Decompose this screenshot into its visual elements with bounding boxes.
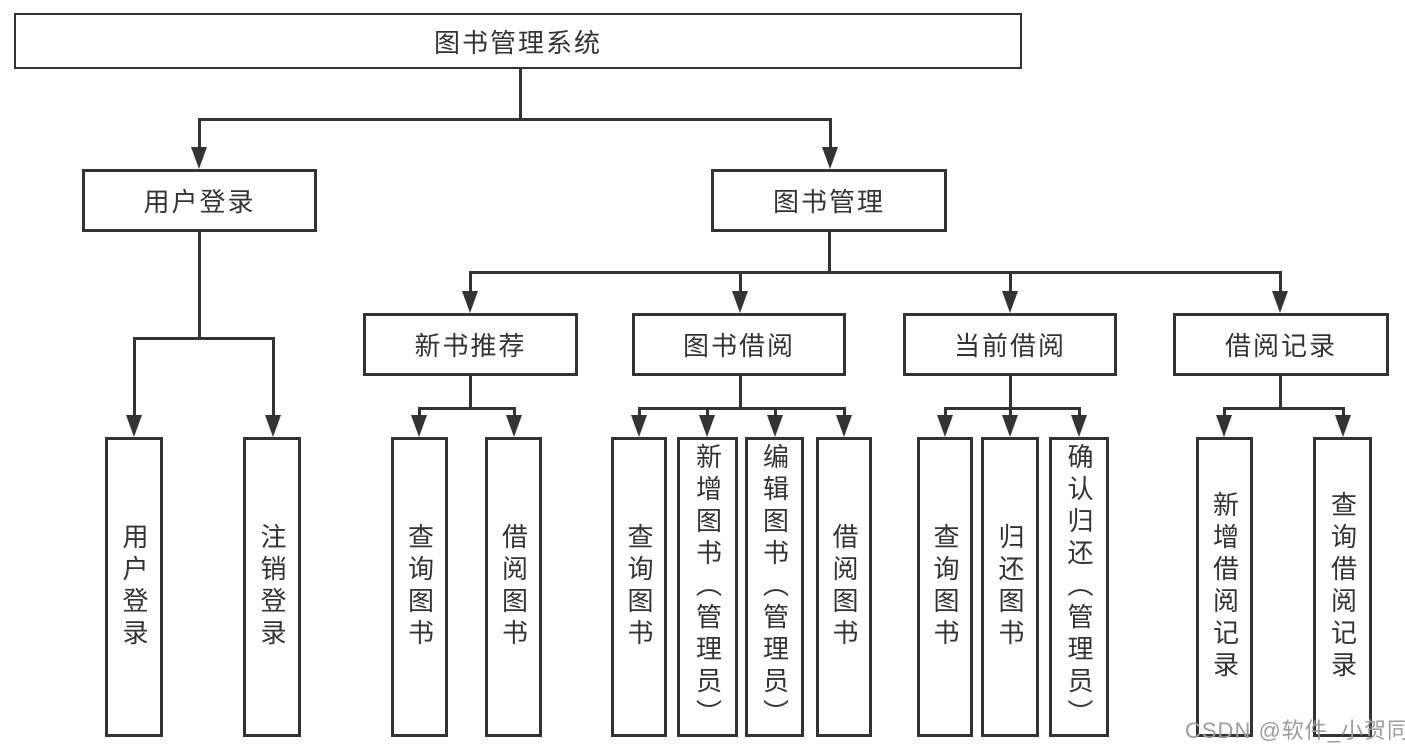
arrow-down-icon: [462, 291, 478, 313]
leaf-borrow-books-borrowing: 借阅图书: [816, 437, 872, 737]
leaf-query-books-recommend: 查询图书: [391, 437, 448, 737]
leaf-confirm-return-admin: 确认归还（管理员）: [1049, 437, 1109, 737]
leaf-logout: 注销登录: [243, 437, 301, 737]
connector-line: [198, 118, 201, 149]
arrow-down-icon: [767, 415, 783, 437]
connector-line: [1279, 376, 1282, 410]
arrow-down-icon: [1216, 415, 1232, 437]
connector-line: [272, 337, 275, 419]
arrow-down-icon: [631, 415, 647, 437]
leaf-return-book: 归还图书: [981, 437, 1039, 737]
node-current-borrowing: 当前借阅: [903, 313, 1117, 376]
connector-line: [638, 407, 845, 410]
connector-line: [706, 407, 709, 419]
connector-line: [469, 271, 1282, 274]
arrow-down-icon: [836, 415, 852, 437]
connector-line: [133, 337, 275, 340]
connector-line: [198, 118, 832, 121]
arrow-down-icon: [732, 291, 748, 313]
arrow-down-icon: [506, 415, 522, 437]
arrow-down-icon: [1002, 415, 1018, 437]
arrow-down-icon: [937, 415, 953, 437]
connector-line: [1009, 376, 1012, 410]
leaf-add-book-admin: 新增图书（管理员）: [677, 437, 738, 737]
leaf-edit-book-admin: 编辑图书（管理员）: [745, 437, 804, 737]
arrow-down-icon: [1335, 415, 1351, 437]
connector-line: [739, 271, 742, 295]
connector-line: [519, 69, 522, 118]
watermark: CSDN @软件_小贺同学: [1185, 718, 1405, 743]
connector-line: [513, 407, 516, 419]
arrow-down-icon: [1071, 415, 1087, 437]
leaf-query-borrow-record: 查询借阅记录: [1313, 437, 1372, 737]
arrow-down-icon: [699, 415, 715, 437]
arrow-down-icon: [1272, 291, 1288, 313]
connector-line: [1342, 407, 1345, 419]
connector-line: [418, 407, 421, 419]
leaf-query-books-current: 查询图书: [917, 437, 973, 737]
connector-line: [843, 407, 846, 419]
connector-line: [944, 407, 1081, 410]
node-new-book-recommendation: 新书推荐: [363, 313, 578, 376]
connector-line: [418, 407, 516, 410]
leaf-borrow-books-recommend: 借阅图书: [485, 437, 542, 737]
arrow-down-icon: [126, 415, 142, 437]
arrow-down-icon: [411, 415, 427, 437]
arrow-down-icon: [1002, 291, 1018, 313]
connector-line: [1009, 271, 1012, 295]
connector-line: [1223, 407, 1226, 419]
connector-line: [1009, 407, 1012, 419]
node-borrowing-records: 借阅记录: [1173, 313, 1389, 376]
arrow-down-icon: [822, 147, 838, 169]
node-book-management: 图书管理: [711, 169, 947, 232]
node-book-borrowing: 图书借阅: [632, 313, 846, 376]
connector-line: [1279, 271, 1282, 295]
connector-line: [1223, 407, 1345, 410]
connector-line: [944, 407, 947, 419]
connector-line: [469, 376, 472, 410]
connector-line: [133, 337, 136, 419]
connector-line: [638, 407, 641, 419]
connector-line: [828, 232, 831, 274]
arrow-down-icon: [265, 415, 281, 437]
arrow-down-icon: [191, 147, 207, 169]
connector-line: [198, 232, 201, 340]
connector-line: [829, 118, 832, 149]
connector-line: [469, 271, 472, 295]
connector-line: [1078, 407, 1081, 419]
leaf-user-login: 用户登录: [105, 437, 163, 737]
connector-line: [774, 407, 777, 419]
connector-line: [739, 376, 742, 410]
node-user-login: 用户登录: [82, 169, 317, 232]
leaf-add-borrow-record: 新增借阅记录: [1196, 437, 1253, 737]
node-library-management-system: 图书管理系统: [14, 13, 1022, 69]
leaf-query-books-borrowing: 查询图书: [611, 437, 667, 737]
